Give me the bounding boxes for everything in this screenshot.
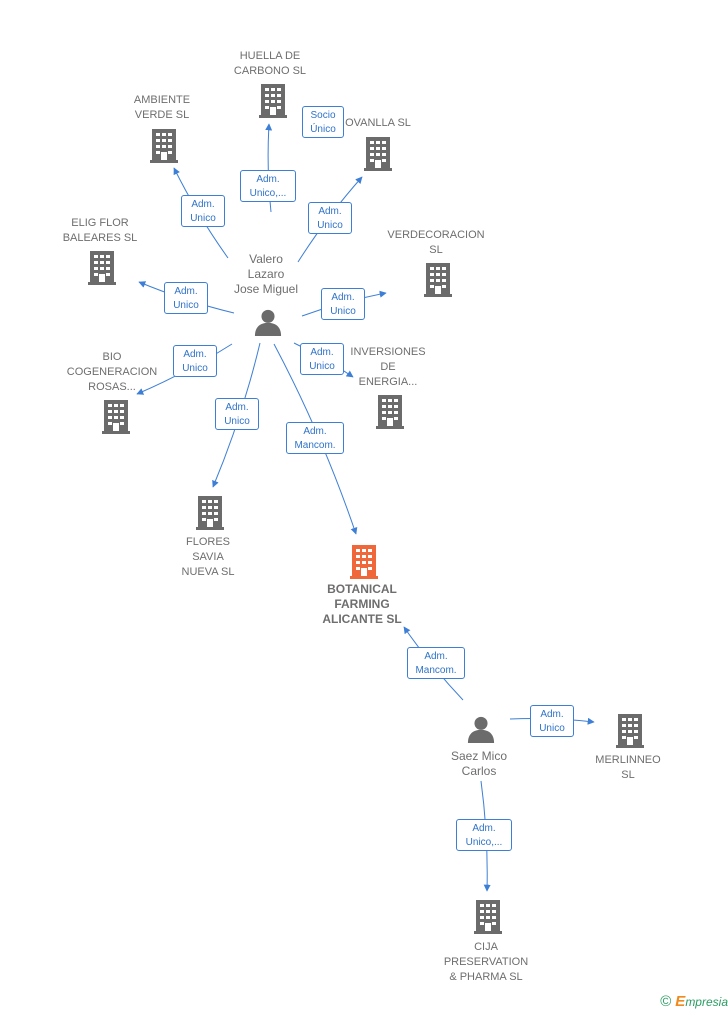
empresia-logo-text: mpresia	[685, 995, 728, 1009]
edge-valero-huella	[265, 123, 273, 213]
empresia-footer[interactable]: ©Empresia	[660, 993, 728, 1010]
company-name-elig[interactable]: ELIG FLOR BALEARES SL	[62, 217, 138, 244]
relation-label-valero-elig[interactable]: Adm. Unico	[164, 282, 208, 314]
company-name-cija[interactable]: CIJA PRESERVATION & PHARMA SL	[443, 941, 529, 983]
building-icon-flores[interactable]	[196, 496, 224, 530]
relation-label-valero-ovanlla[interactable]: Adm. Unico	[308, 202, 352, 234]
company-name-merlinneo[interactable]: MERLINNEO SL	[595, 754, 661, 781]
company-name-ambiente[interactable]: AMBIENTE VERDE SL	[133, 94, 191, 121]
company-name-flores[interactable]: FLORES SAVIA NUEVA SL	[181, 536, 235, 578]
building-icon-merlinneo[interactable]	[616, 714, 644, 748]
relation-label-valero-ambiente[interactable]: Adm. Unico	[181, 195, 225, 227]
building-icon-botanical[interactable]	[350, 545, 378, 579]
building-icon-verdecoracion[interactable]	[424, 263, 452, 297]
empresia-logo-initial: E	[675, 993, 686, 1010]
company-name-inversiones[interactable]: INVERSIONES DE ENERGIA...	[350, 346, 426, 388]
company-name-bio[interactable]: BIO COGENERACION ROSAS...	[66, 351, 158, 393]
relation-label-valero-huella[interactable]: Socio Único	[302, 106, 344, 138]
building-icon-ambiente[interactable]	[150, 129, 178, 163]
person-name-saez[interactable]: Saez Mico Carlos	[450, 749, 508, 778]
building-icon-bio[interactable]	[102, 400, 130, 434]
relation-label-valero-huella[interactable]: Adm. Unico,...	[240, 170, 296, 202]
relation-label-saez-cija[interactable]: Adm. Unico,...	[456, 819, 512, 851]
copyright-icon: ©	[660, 993, 672, 1010]
relation-label-valero-botanical[interactable]: Adm. Mancom.	[286, 422, 344, 454]
building-icon-inversiones[interactable]	[376, 395, 404, 429]
company-name-botanical[interactable]: BOTANICAL FARMING ALICANTE SL	[322, 582, 402, 626]
nodes-layer	[88, 84, 644, 934]
relation-label-valero-verdecoracion[interactable]: Adm. Unico	[321, 288, 365, 320]
company-name-huella[interactable]: HUELLA DE CARBONO SL	[233, 50, 307, 77]
person-icon-valero[interactable]	[254, 309, 282, 336]
relation-label-valero-bio[interactable]: Adm. Unico	[173, 345, 217, 377]
relation-label-valero-inversiones[interactable]: Adm. Unico	[300, 343, 344, 375]
company-name-verdecoracion[interactable]: VERDECORACION SL	[387, 229, 485, 256]
building-icon-huella[interactable]	[259, 84, 287, 118]
building-icon-elig[interactable]	[88, 251, 116, 285]
person-name-valero[interactable]: Valero Lazaro Jose Miguel	[233, 252, 299, 296]
company-name-ovanlla[interactable]: OVANLLA SL	[345, 117, 411, 129]
building-icon-ovanlla[interactable]	[364, 137, 392, 171]
building-icon-cija[interactable]	[474, 900, 502, 934]
relation-label-saez-merlinneo[interactable]: Adm. Unico	[530, 705, 574, 737]
person-icon-saez[interactable]	[467, 716, 495, 743]
relation-label-saez-botanical[interactable]: Adm. Mancom.	[407, 647, 465, 679]
relation-label-valero-flores[interactable]: Adm. Unico	[215, 398, 259, 430]
